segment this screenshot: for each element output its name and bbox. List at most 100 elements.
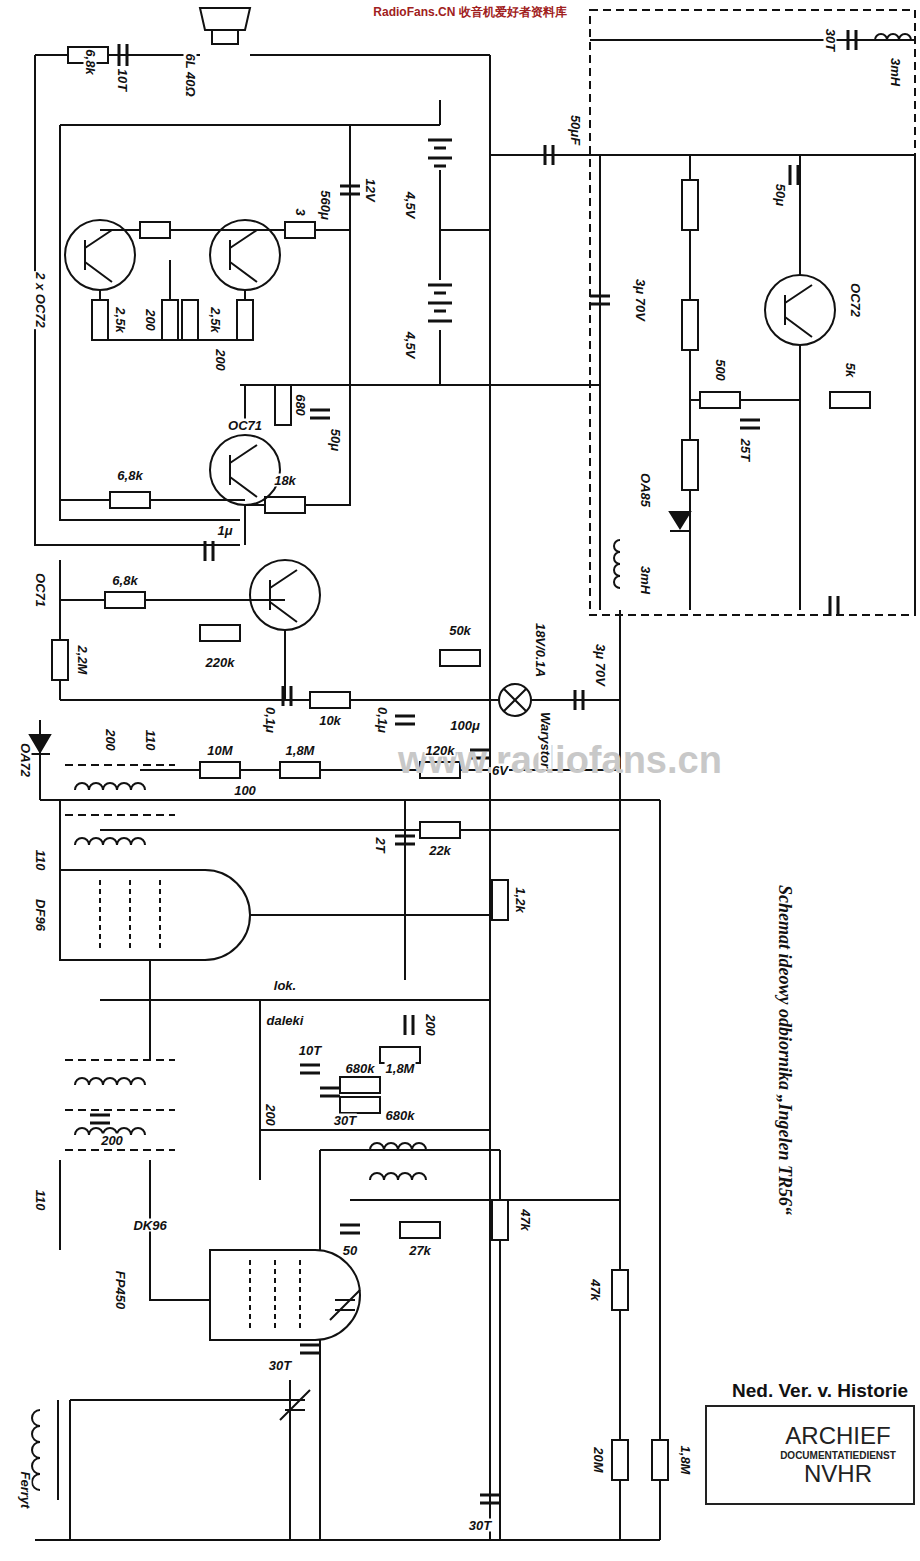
component-value: 10M: [206, 744, 233, 757]
capacitor-symbol: [830, 596, 838, 616]
component-value: 200: [144, 308, 157, 332]
component-value: 4,5V: [404, 191, 417, 220]
component-value: 100μ: [449, 719, 481, 732]
diagram-title: Schemat ideowy odbiornika „Ingelen TR56“: [776, 884, 794, 1216]
resistor-symbol: [830, 392, 870, 408]
lamp-symbol: [499, 684, 531, 716]
resistor-symbol: [492, 1200, 508, 1240]
component-value: 10T: [116, 68, 129, 92]
capacitor-symbol: [310, 410, 330, 418]
component-value: 20M: [592, 1446, 605, 1473]
component-value: 680k: [345, 1062, 376, 1075]
component-value: 18k: [273, 474, 297, 487]
wire: [60, 560, 620, 700]
transistor-symbol: [210, 435, 280, 505]
tube-electrode: [100, 880, 300, 1330]
capacitor-symbol: [283, 686, 291, 706]
resistor-symbol: [492, 880, 508, 920]
coil-symbol: [75, 1078, 145, 1085]
resistor-symbol: [52, 640, 68, 680]
component-value: 1,8M: [385, 1062, 416, 1075]
capacitor-symbol: [300, 1065, 320, 1073]
capacitor-symbol: [340, 186, 360, 194]
variable-capacitor: [280, 1290, 360, 1420]
component-value: Ferryt: [19, 1471, 32, 1510]
wire: [60, 230, 600, 545]
component-value: 200: [214, 348, 227, 372]
capacitor-symbol: [575, 690, 583, 710]
component-value: 200: [100, 1134, 124, 1147]
component-value: 0,1μ: [376, 706, 389, 734]
component-value: 110: [144, 729, 157, 752]
component-value: 27k: [408, 1244, 432, 1257]
transistor-symbol: [65, 220, 835, 630]
capacitor-symbol: [545, 145, 553, 165]
capacitor-symbol: [90, 30, 856, 1503]
component-value: 1,8M: [285, 744, 316, 757]
speaker-symbol: [200, 8, 250, 30]
component-value: 2,5k: [114, 306, 127, 333]
component-value: OC72: [849, 282, 862, 318]
capacitor-symbol: [90, 1115, 110, 1123]
component-value: DK96: [132, 1219, 167, 1232]
wire: [490, 40, 915, 615]
component-value: 6,8k: [111, 574, 138, 587]
resistor-symbol: [182, 300, 198, 340]
component-value: 1,8M: [679, 1445, 692, 1476]
dashed-module: [590, 10, 915, 615]
component-value: 680: [294, 393, 307, 417]
coil-symbol: [614, 540, 620, 588]
component-value: 1,2k: [514, 886, 527, 913]
component-value: 3mH: [889, 57, 902, 87]
component-value: 0,1μ: [264, 706, 277, 734]
variable-capacitor: [280, 1290, 360, 1420]
component-value: 6V: [491, 764, 509, 777]
stamp-text: DOCUMENTATIEDIENST: [780, 1450, 896, 1461]
component-value: 50k: [448, 624, 472, 637]
resistor-symbol: [612, 1440, 628, 1480]
capacitor-symbol: [320, 1088, 340, 1096]
component-value: lok.: [273, 979, 297, 992]
component-value: 120k: [425, 744, 456, 757]
transistor-symbol: [210, 220, 280, 290]
resistor-symbol: [200, 762, 240, 778]
stamp-text: NVHR: [804, 1461, 872, 1487]
component-value: 10T: [298, 1044, 322, 1057]
coil-symbol: [370, 1173, 426, 1180]
archive-stamp: ARCHIEFDOCUMENTATIEDIENSTNVHR: [705, 1405, 915, 1505]
component-value: 18V/0.1A: [534, 622, 547, 678]
transistor-symbol: [785, 285, 812, 337]
component-value: 3: [294, 207, 307, 216]
component-value: daleki: [266, 1014, 305, 1027]
resistor-symbol: [612, 1270, 628, 1310]
resistor-symbol: [652, 1440, 668, 1480]
resistor-symbol: [340, 1097, 380, 1113]
component-value: 30T: [268, 1359, 292, 1372]
component-value: 30T: [333, 1114, 357, 1127]
component-value: 220k: [205, 656, 236, 669]
resistor-symbol: [237, 300, 253, 340]
component-value: 50μ: [329, 428, 342, 452]
wire: [100, 260, 245, 340]
coil-symbol: [75, 783, 145, 790]
resistor-symbol: [340, 1077, 380, 1093]
wire: [35, 40, 915, 1540]
component-value: 5k: [844, 362, 857, 378]
tube-electrode: [100, 880, 300, 1330]
resistor-symbol: [110, 492, 150, 508]
diode-symbol: [670, 512, 690, 528]
diode-symbol: [30, 753, 50, 755]
transistor-symbol: [230, 230, 257, 282]
component-value: DF96: [34, 898, 47, 932]
resistor-symbol: [162, 300, 178, 340]
resistor-symbol: [280, 762, 320, 778]
resistor-symbol: [682, 180, 698, 230]
component-value: 50: [342, 1244, 358, 1257]
component-value: 100: [233, 784, 257, 797]
wire: [440, 100, 490, 385]
component-value: 6,8k: [116, 469, 143, 482]
resistor-symbol: [275, 385, 291, 425]
component-value: FP450: [114, 1270, 127, 1310]
wire: [60, 800, 490, 1060]
